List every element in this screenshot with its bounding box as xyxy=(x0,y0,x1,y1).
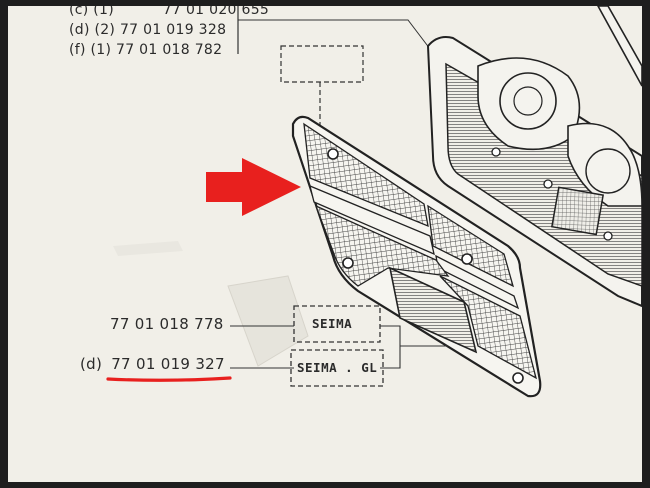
dashed-callout-box xyxy=(280,45,364,134)
part-qualifier: (d) xyxy=(80,355,103,373)
callout-leaders xyxy=(230,325,448,369)
top-ref-row-1: (c) (1) 77 01 020 655 xyxy=(69,6,269,18)
lamp-housing xyxy=(426,6,642,308)
top-ref-number: 77 01 019 328 xyxy=(119,22,227,38)
top-ref-qualifier: (c) (1) xyxy=(69,6,115,18)
seima-label: SEIMA xyxy=(312,316,353,331)
faint-background-shape xyxy=(227,275,309,367)
reference-bracket xyxy=(237,6,447,71)
seima-gl-label: SEIMA . GL xyxy=(297,360,378,375)
faint-background-text xyxy=(113,241,183,256)
part-number-1: 77 01 018 778 xyxy=(110,315,224,333)
red-arrow xyxy=(206,158,301,216)
top-ref-number: 77 01 018 782 xyxy=(116,42,223,58)
exploded-view-drawing xyxy=(106,6,642,398)
top-ref-qualifier: (d) (2) xyxy=(69,22,116,38)
parts-catalog-page: (c) (1) 77 01 020 655 (d) (2) 77 01 019 … xyxy=(8,6,642,482)
part-number-value: 77 01 019 327 xyxy=(111,355,225,373)
red-underline xyxy=(106,376,232,382)
top-ref-number: 77 01 020 655 xyxy=(162,6,270,18)
seima-tag-box xyxy=(293,305,381,343)
top-ref-row-2: (d) (2) 77 01 019 328 xyxy=(69,22,226,38)
rear-lamp-lens xyxy=(291,115,542,398)
top-ref-qualifier: (f) (1) xyxy=(69,42,112,58)
part-number-2: (d) 77 01 019 327 xyxy=(80,355,225,373)
top-ref-row-3: (f) (1) 77 01 018 782 xyxy=(69,42,222,58)
